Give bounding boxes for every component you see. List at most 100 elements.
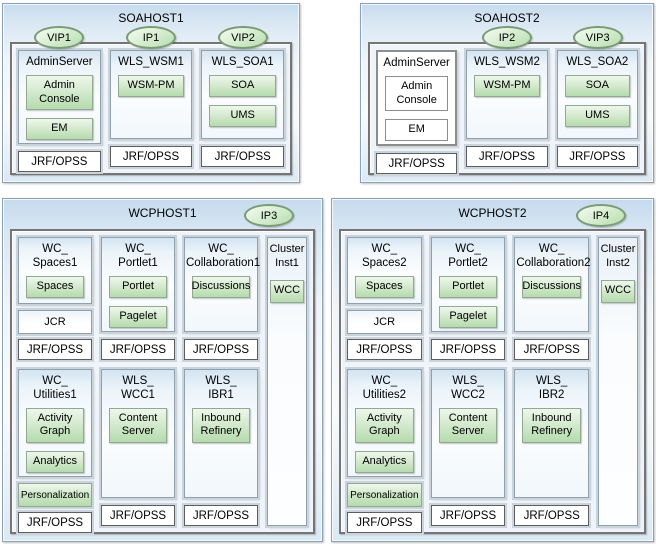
- server-title: WC_ Utilities2: [362, 375, 407, 401]
- cluster-title: Cluster Inst2: [600, 243, 636, 269]
- cluster-title: Cluster Inst1: [269, 243, 305, 269]
- servers-frame: AdminServer Admin Console EM JRF/OPSS WL…: [10, 42, 292, 175]
- server-title: WLS_SOA1: [211, 56, 274, 68]
- vip1-oval: VIP1: [34, 26, 84, 49]
- server-title: WLS_ WCC1: [121, 375, 155, 401]
- oval-cell-empty: [371, 26, 462, 49]
- server-box-wls-wcc1: WLS_ WCC1 Content Server: [101, 369, 175, 498]
- column-wls-ibr2: WLS_ IBR2 Inbound Refinery JRF/OPSS: [512, 367, 591, 528]
- column-wc-utilities2: WC_ Utilities2 Activity Graph Analytics …: [345, 367, 424, 534]
- component-wcc: WCC: [270, 279, 304, 303]
- oval-cell: IP2: [462, 26, 553, 49]
- oval-cell: VIP2: [197, 26, 289, 49]
- column-wc-spaces1: WC_ Spaces1 Spaces JCR JRF/OPSS: [16, 235, 94, 362]
- jrf-opss-box: JRF/OPSS: [347, 339, 422, 360]
- component-inbound-refinery: Inbound Refinery: [192, 407, 250, 444]
- jrf-opss-box: JRF/OPSS: [556, 146, 638, 167]
- jrf-opss-box: JRF/OPSS: [18, 512, 92, 534]
- jcr-box: JCR: [347, 310, 422, 334]
- oval-cell: VIP1: [13, 26, 105, 49]
- component-activity-graph: Activity Graph: [26, 407, 84, 444]
- jrf-opss-box: JRF/OPSS: [376, 153, 458, 175]
- column-wls-wcc2: WLS_ WCC2 Content Server JRF/OPSS: [429, 367, 508, 528]
- server-box-wc-utilities2: WC_ Utilities2 Activity Graph Analytics: [347, 369, 422, 478]
- servers-frame: WC_ Spaces2 Spaces JCR JRF/OPSS WC_ Port…: [339, 229, 646, 534]
- component-ums: UMS: [209, 104, 277, 127]
- host-soahost1: SOAHOST1 VIP1 IP1 VIP2 AdminServer Admin…: [2, 3, 300, 183]
- server-row-1: WC_ Spaces1 Spaces JCR JRF/OPSS WC_ Port…: [16, 235, 260, 362]
- column-wls-soa2: WLS_SOA2 SOA UMS JRF/OPSS: [555, 48, 640, 169]
- column-wc-utilities1: WC_ Utilities1 Activity Graph Analytics …: [16, 367, 94, 534]
- component-pagelet: Pagelet: [438, 305, 498, 328]
- host-soahost2: SOAHOST2 IP2 VIP3 AdminServer Admin Cons…: [360, 3, 654, 183]
- server-box-adminserver: AdminServer Admin Console EM: [18, 50, 101, 145]
- component-discussions: Discussions: [192, 275, 250, 298]
- servers-frame: WC_ Spaces1 Spaces JCR JRF/OPSS WC_ Port…: [10, 229, 315, 534]
- ip1-oval: IP1: [126, 26, 176, 49]
- host-wcphost1: WCPHOST1 IP3 WC_ Spaces1 Spaces JCR JRF/…: [2, 198, 323, 542]
- column-wc-portlet2: WC_ Portlet2 Portlet Pagelet JRF/OPSS: [429, 235, 508, 362]
- ip4-oval: IP4: [576, 204, 626, 227]
- column-adminserver-passive: AdminServer Admin Console EM JRF/OPSS: [374, 48, 459, 175]
- component-content-server: Content Server: [438, 407, 498, 444]
- jrf-opss-box: JRF/OPSS: [101, 505, 175, 526]
- server-title: WC_ Collaboration2: [516, 243, 591, 269]
- server-title: WLS_ IBR2: [536, 375, 568, 401]
- server-title: WC_ Spaces2: [361, 243, 407, 269]
- server-title: WC_ Utilities1: [33, 375, 77, 401]
- column-wls-soa1: WLS_SOA1 SOA UMS JRF/OPSS: [199, 48, 286, 169]
- jcr-box: JCR: [18, 310, 92, 334]
- component-em: EM: [385, 119, 449, 142]
- personalization-box: Personalization: [347, 483, 422, 508]
- component-ums: UMS: [564, 104, 630, 127]
- column-wls-ibr1: WLS_ IBR1 Inbound Refinery JRF/OPSS: [182, 367, 260, 528]
- server-box-wc-portlet2: WC_ Portlet2 Portlet Pagelet: [430, 237, 506, 332]
- component-pagelet: Pagelet: [109, 305, 167, 328]
- cluster-inst1-box: Cluster Inst1 WCC: [267, 237, 307, 526]
- component-soa: SOA: [564, 74, 630, 97]
- server-title: WLS_ WCC2: [451, 375, 485, 401]
- server-box-wc-spaces2: WC_ Spaces2 Spaces: [347, 237, 422, 304]
- cluster-inst2-box: Cluster Inst2 WCC: [598, 237, 638, 526]
- component-wsm-pm: WSM-PM: [117, 74, 185, 97]
- host-header: WCPHOST1 IP3: [3, 199, 322, 229]
- jrf-opss-box: JRF/OPSS: [347, 512, 422, 534]
- server-box-wc-collaboration2: WC_ Collaboration2 Discussions: [514, 237, 591, 332]
- component-inbound-refinery: Inbound Refinery: [522, 407, 582, 444]
- column-wls-wsm2: WLS_WSM2 WSM-PM JRF/OPSS: [464, 48, 549, 169]
- server-row-2: WC_ Utilities1 Activity Graph Analytics …: [16, 367, 260, 534]
- component-em: EM: [26, 118, 93, 141]
- jrf-opss-box: JRF/OPSS: [109, 146, 193, 167]
- component-admin-console: Admin Console: [26, 74, 93, 111]
- server-row-1: WC_ Spaces2 Spaces JCR JRF/OPSS WC_ Port…: [345, 235, 591, 362]
- host-header: WCPHOST2 IP4: [332, 199, 653, 229]
- ip-oval-row: VIP1 IP1 VIP2: [13, 26, 289, 49]
- component-spaces: Spaces: [26, 275, 84, 298]
- vip2-oval: VIP2: [218, 26, 268, 49]
- jrf-opss-box: JRF/OPSS: [18, 339, 92, 360]
- component-spaces: Spaces: [355, 275, 414, 298]
- jrf-opss-box: JRF/OPSS: [514, 339, 590, 360]
- server-title: WLS_WSM2: [474, 56, 540, 68]
- server-title: AdminServer: [383, 57, 450, 69]
- host-wcphost2: WCPHOST2 IP4 WC_ Spaces2 Spaces JCR JRF/…: [331, 198, 654, 542]
- server-title: WC_ Collaboration1: [186, 243, 261, 269]
- oval-cell: IP1: [105, 26, 197, 49]
- server-box-wls-soa2: WLS_SOA2 SOA UMS: [556, 50, 638, 139]
- server-title: WLS_WSM1: [118, 56, 184, 68]
- column-wls-wsm1: WLS_WSM1 WSM-PM JRF/OPSS: [108, 48, 195, 169]
- jrf-opss-box: JRF/OPSS: [466, 146, 548, 167]
- server-title: WLS_SOA2: [566, 56, 629, 68]
- server-box-wls-wsm1: WLS_WSM1 WSM-PM: [109, 50, 193, 139]
- component-soa: SOA: [209, 74, 277, 97]
- component-admin-console: Admin Console: [385, 75, 449, 112]
- column-wc-collaboration2: WC_ Collaboration2 Discussions JRF/OPSS: [512, 235, 591, 362]
- server-title: WC_ Portlet1: [118, 243, 158, 269]
- server-box-wls-ibr1: WLS_ IBR1 Inbound Refinery: [184, 369, 258, 498]
- server-box-wc-spaces1: WC_ Spaces1 Spaces: [18, 237, 92, 304]
- ip3-oval: IP3: [244, 204, 294, 227]
- servers-frame: AdminServer Admin Console EM JRF/OPSS WL…: [368, 42, 646, 175]
- jrf-opss-box: JRF/OPSS: [514, 505, 590, 526]
- component-activity-graph: Activity Graph: [355, 407, 414, 444]
